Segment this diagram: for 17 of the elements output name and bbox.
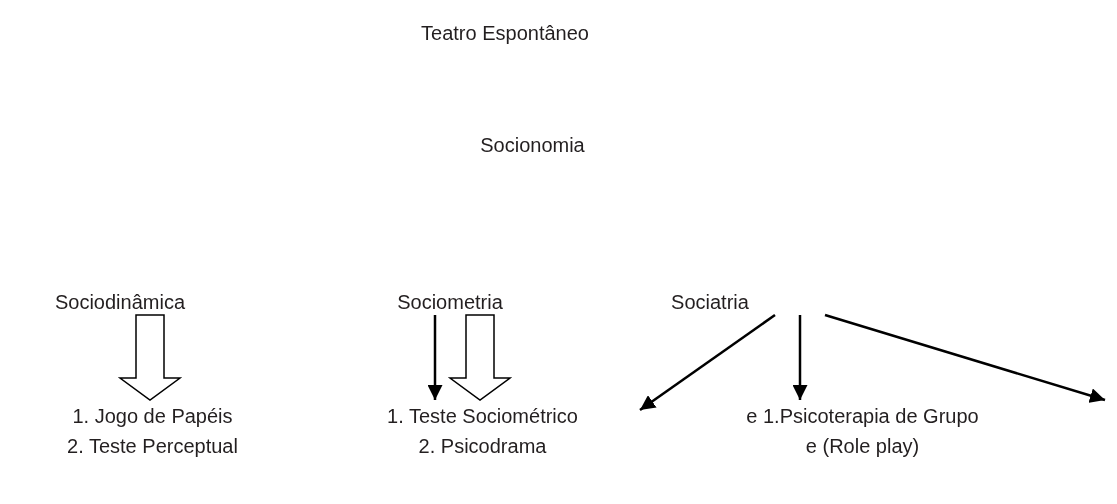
node-label: e 1.Psicoterapia de Grupo [746, 404, 979, 429]
node-label: Sociatria [671, 290, 749, 315]
node-label: 1. Jogo de Papéis [72, 404, 233, 429]
block-arrow [447, 314, 513, 401]
arrow [639, 313, 776, 412]
node-label: 2. Psicodrama [418, 434, 547, 459]
block-arrow [117, 314, 183, 401]
arrow [824, 313, 1106, 403]
node-label: Teatro Espontâneo [421, 21, 589, 46]
arrow [792, 315, 808, 400]
node-label: 2. Teste Perceptual [67, 434, 238, 459]
node-label: e (Role play) [805, 434, 920, 459]
node-label: Sociodinâmica [54, 290, 186, 315]
node-label: 1. Teste Sociométrico [387, 404, 578, 429]
node-label: Sociometria [397, 290, 503, 315]
arrow [427, 315, 443, 400]
node-label: Socionomia [480, 133, 585, 158]
